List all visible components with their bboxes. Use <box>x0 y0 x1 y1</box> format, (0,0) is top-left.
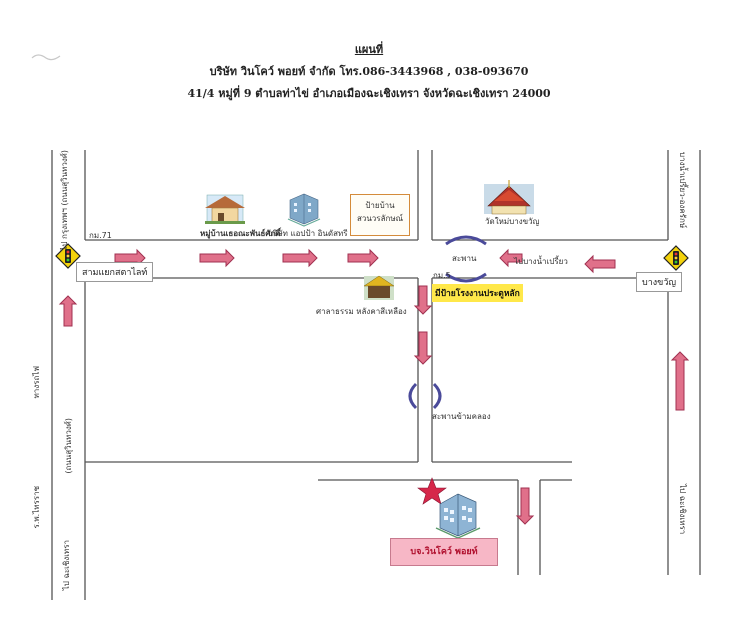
route-arrow-icon <box>499 248 523 268</box>
map-title: แผนที่ <box>354 43 384 56</box>
route-arrow-icon <box>515 487 535 525</box>
landmark-temple-label: วัดใหม่บางขวัญ <box>485 217 540 226</box>
shrine-icon <box>363 275 395 300</box>
destination-company-label: บจ.วินโคว์ พอยท์ <box>390 538 498 566</box>
road-label-right-bottom: ไป ฉะเชิงเทรา <box>678 484 687 535</box>
route-arrow-icon <box>347 248 379 268</box>
road-label-left-bottom: ไป ฉะเชิงเทรา <box>62 540 71 591</box>
temple-icon <box>484 180 534 215</box>
route-arrow-icon <box>199 248 235 268</box>
traffic-signal-right <box>663 245 689 271</box>
building-icon <box>287 193 321 227</box>
junction-label-left: สามแยกสตาไลท์ <box>76 262 154 282</box>
road-label-railway: ทางรถไฟ <box>32 366 41 399</box>
bridges <box>408 235 487 410</box>
top-bridge-lower-icon <box>445 272 487 283</box>
junction-label-right: บางขวัญ <box>636 272 683 292</box>
route-arrow-icon <box>413 331 433 365</box>
house-sign-line2: สวนวรลักษณ์ <box>356 214 404 223</box>
destination-star-icon <box>417 477 447 505</box>
factory-gate-sign-label: มีป้ายโรงงานประตูหลัก <box>432 284 523 302</box>
route-arrow-icon <box>670 351 690 411</box>
building-icon <box>435 493 481 539</box>
road-label-left-middle: (ถนนสุวินทวงศ์) <box>64 418 73 474</box>
landmark-shrine-label: ศาลาธรรม หลังคาสีเหลือง <box>316 307 407 316</box>
canal-bridge-label: สะพานข้ามคลอง <box>432 412 491 421</box>
landmark-bridge-label: สะพาน <box>452 254 477 263</box>
route-arrow-icon <box>584 254 616 274</box>
watermark-mark <box>31 54 61 61</box>
house-icon <box>205 194 245 224</box>
landmark-factory-label: บริษัท แอปป้า อินดัสทรี <box>268 229 348 238</box>
traffic-signal-left <box>55 243 81 269</box>
landmark-village-label: หมู่บ้านเธอณะพันธ์ศักดิ์ <box>200 229 281 238</box>
km-marker-71: กม.71 <box>89 231 112 240</box>
route-arrow-icon <box>282 248 318 268</box>
top-bridge-icon <box>445 235 487 246</box>
road-label-bang-nam-priao: ไปบางน้ำเปรี้ยว <box>514 257 568 266</box>
company-contact-line: บริษัท วินโคว์ พอยท์ จำกัด โทร.086-34439… <box>209 65 529 78</box>
canal-bridge-right-icon <box>432 382 442 410</box>
route-arrow-icon <box>413 285 433 315</box>
house-sign: ป้ายบ้าน สวนวรลักษณ์ <box>350 194 410 236</box>
km-marker-5: กม.5 <box>433 271 451 280</box>
direction-arrows <box>58 248 690 525</box>
house-sign-line1: ป้ายบ้าน <box>365 201 395 210</box>
road-label-left-top: ไป กรุงเทพฯ (ถนนสุวินทวงศ์) <box>60 150 69 251</box>
route-arrow-icon <box>58 295 78 327</box>
road-label-right-top: บางน้ำเปรี้ยว-องครักษ์ <box>678 152 687 229</box>
road-label-hospital: ร.พ.ไทรราช <box>32 486 41 529</box>
company-address-line: 41/4 หมู่ที่ 9 ตำบลท่าไข่ อำเภอเมืองฉะเช… <box>187 87 551 100</box>
canal-bridge-left-icon <box>408 382 418 410</box>
